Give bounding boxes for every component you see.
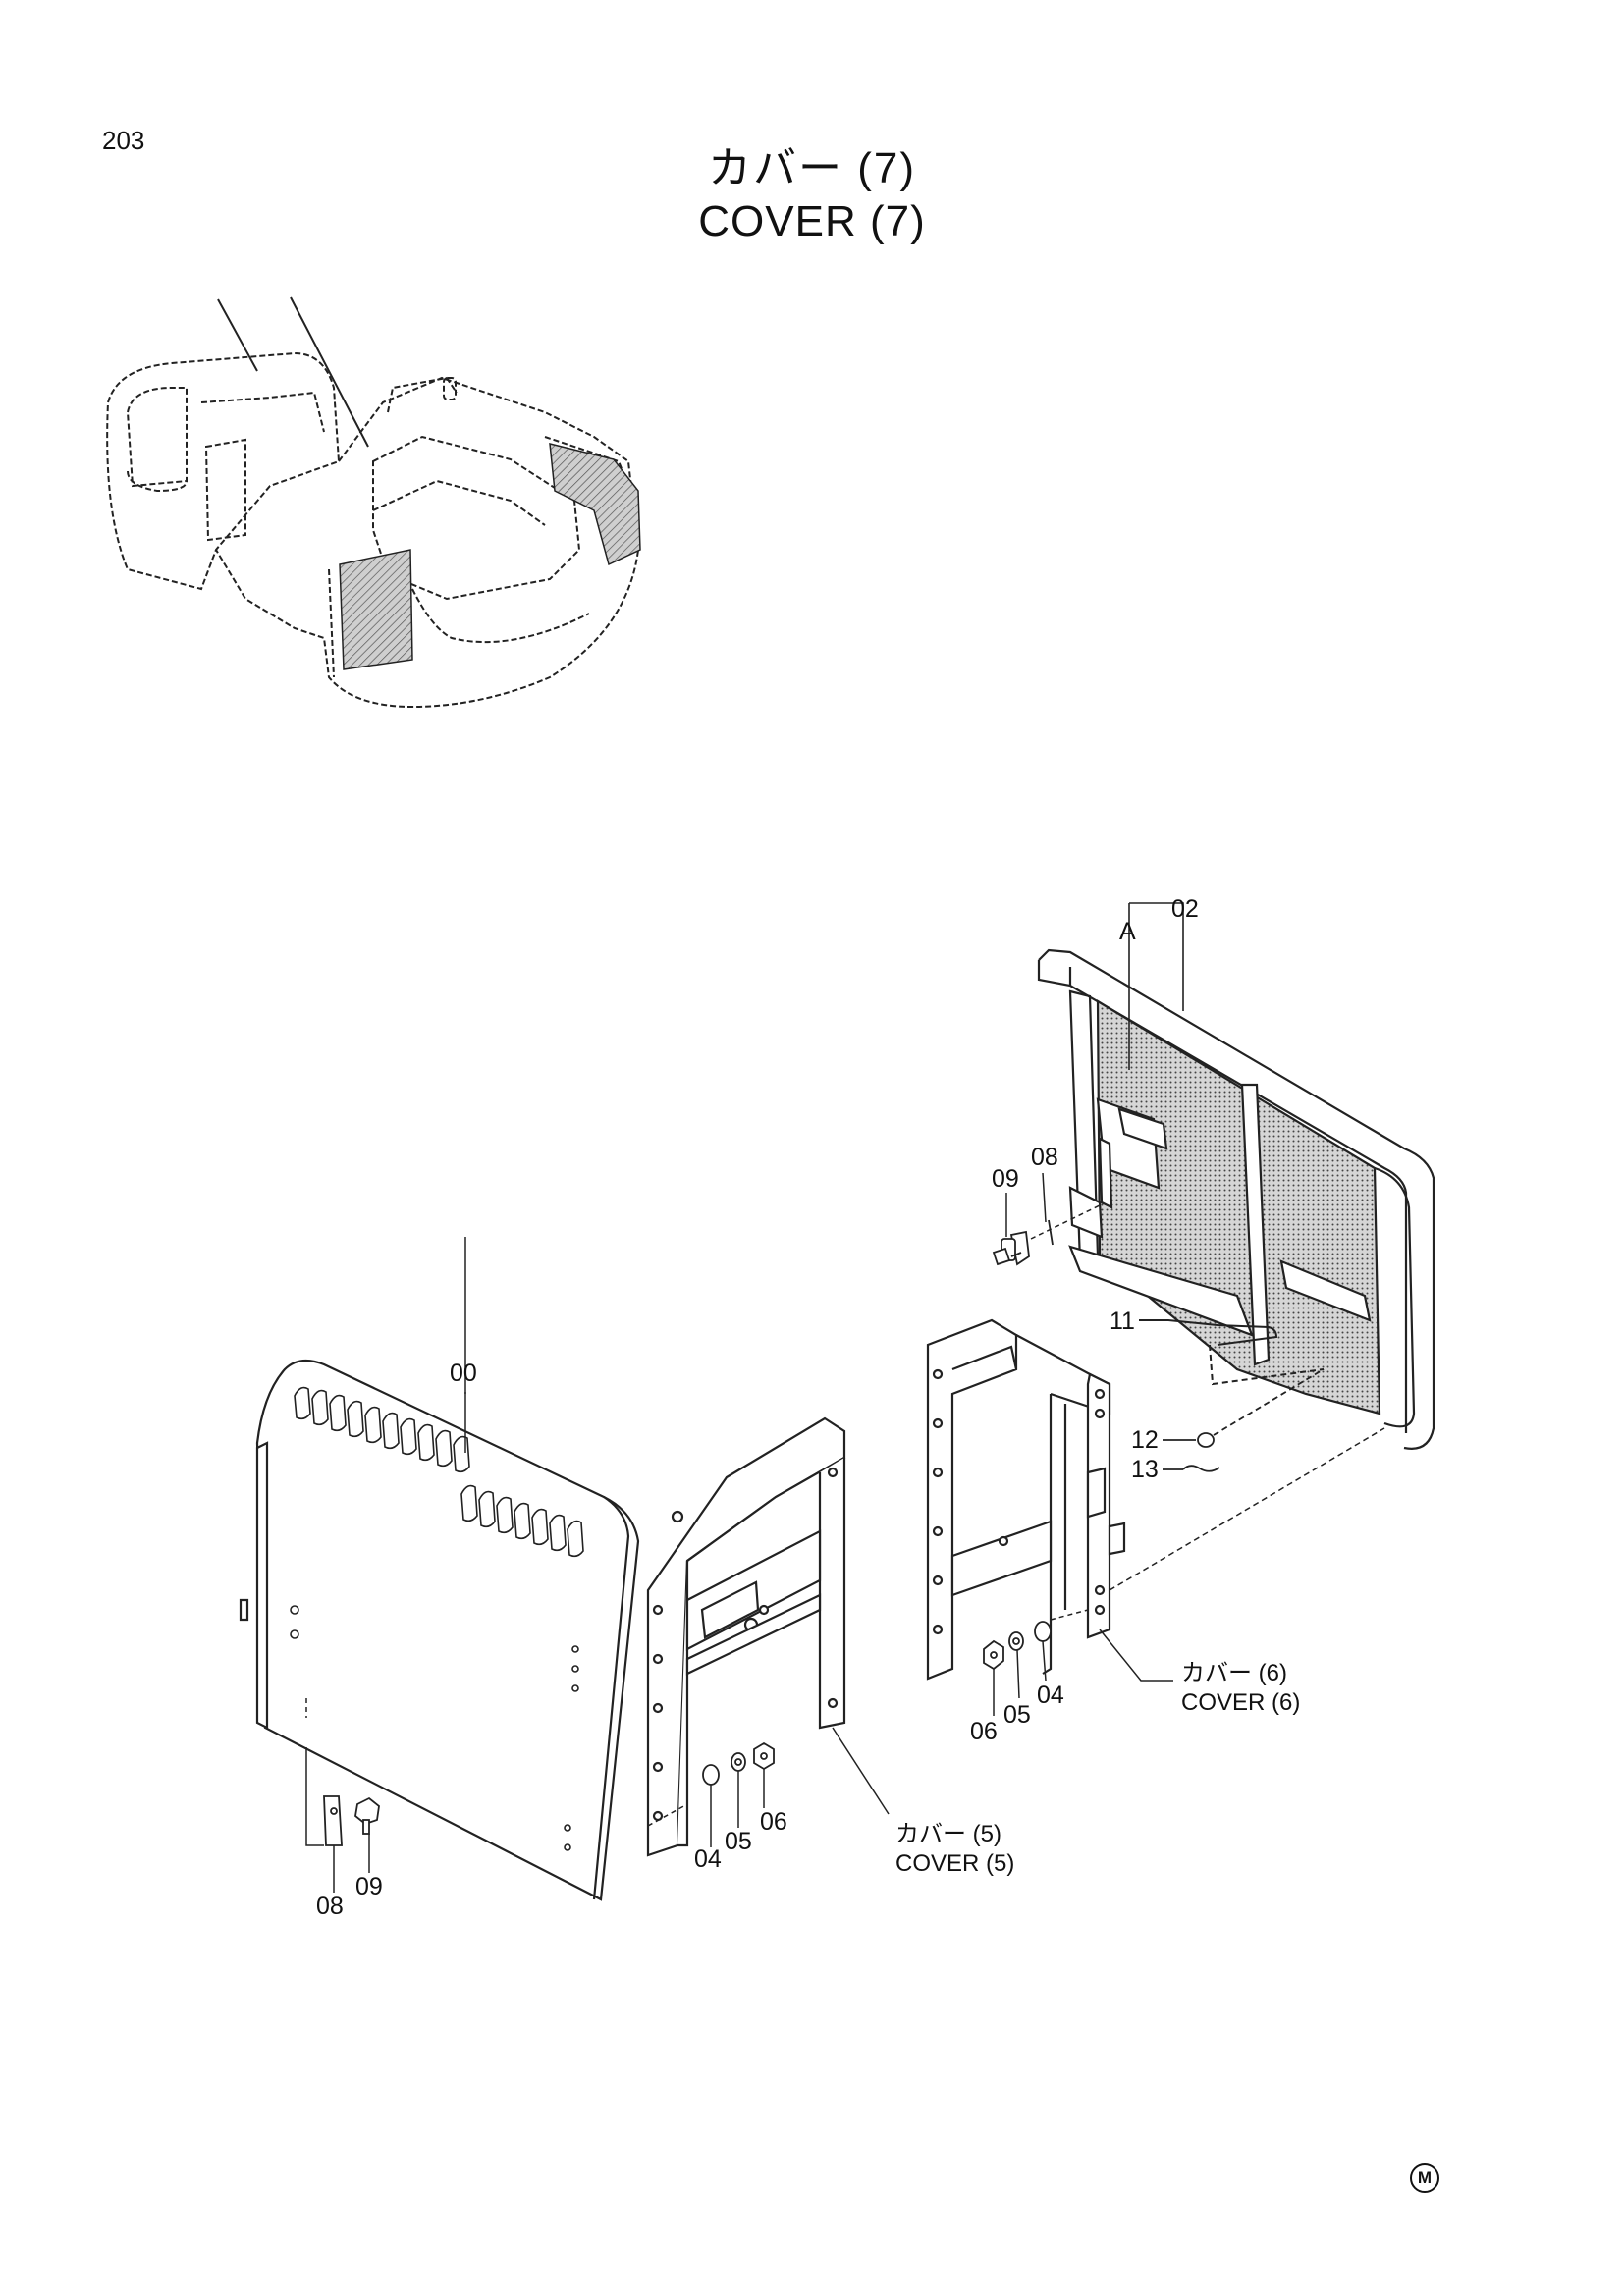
part-label-02: 02 — [1171, 895, 1199, 923]
cover-00-holes — [290, 1605, 579, 1851]
cover-05-frame — [646, 1416, 846, 1857]
part-label-09-upper: 09 — [992, 1165, 1019, 1193]
part-label-08-upper: 08 — [1031, 1144, 1058, 1171]
leaders-middle-right — [993, 1427, 1385, 1716]
fasteners-lower-middle — [702, 1741, 775, 1786]
cover-00-panel — [239, 1359, 640, 1901]
title-english: COVER (7) — [698, 197, 926, 245]
callout-cover-6: カバー (6) COVER (6) — [1181, 1659, 1300, 1718]
callout-cover-5-jp: カバー (5) — [895, 1821, 1001, 1847]
part-label-00: 00 — [450, 1360, 477, 1387]
item-11-rod — [1139, 1319, 1325, 1386]
part-label-04-lower: 04 — [694, 1845, 722, 1873]
manufacturer-mark: M — [1410, 2163, 1439, 2193]
page-title: カバー (7) COVER (7) — [0, 142, 1624, 248]
part-label-08-lower: 08 — [316, 1893, 344, 1920]
part-label-06-lower: 06 — [760, 1808, 787, 1836]
callout-cover-6-en: COVER (6) — [1181, 1689, 1301, 1716]
overview-cover-hatch-right — [549, 443, 641, 566]
leaders-upper-right — [1005, 1172, 1101, 1240]
callout-cover-6-jp: カバー (6) — [1181, 1660, 1287, 1686]
part-label-05-lower: 05 — [725, 1828, 752, 1855]
cover-02-assembly — [1037, 948, 1435, 1450]
leaders-lower-left — [305, 1237, 466, 1893]
part-label-11: 11 — [1110, 1308, 1135, 1335]
fasteners-lower-left — [323, 1795, 380, 1846]
items-12-13 — [1163, 1368, 1325, 1472]
machine-overview — [106, 296, 640, 709]
part-label-05-upper: 05 — [1003, 1701, 1031, 1729]
page-number: 203 — [102, 126, 145, 155]
leaders-02 — [1128, 902, 1184, 1070]
leaders-lower-middle — [647, 1727, 890, 1847]
part-label-13: 13 — [1131, 1456, 1159, 1483]
part-label-06-upper: 06 — [970, 1718, 998, 1745]
part-label-09-lower: 09 — [355, 1873, 383, 1900]
part-label-04-upper: 04 — [1037, 1682, 1064, 1709]
part-label-a: A — [1119, 918, 1136, 945]
fasteners-upper-right — [992, 1219, 1054, 1266]
title-japanese: カバー (7) — [708, 144, 916, 192]
part-label-12: 12 — [1131, 1426, 1159, 1454]
fasteners-middle-right — [983, 1621, 1052, 1671]
cover-06-frame — [926, 1318, 1126, 1681]
overview-cover-hatch-left — [339, 549, 413, 670]
cover-00-louvres — [294, 1386, 584, 1558]
callout-cover-5-en: COVER (5) — [895, 1850, 1015, 1877]
callout-cover-5: カバー (5) COVER (5) — [895, 1820, 1014, 1879]
